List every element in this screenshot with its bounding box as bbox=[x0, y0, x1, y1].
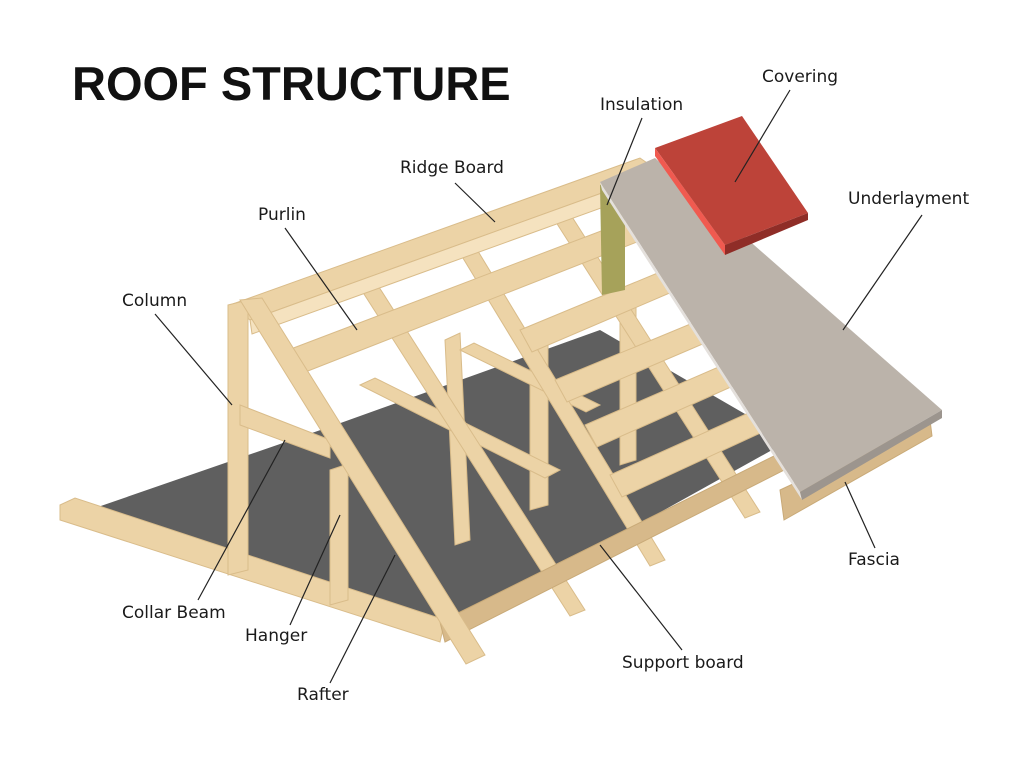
underlayment-edge bbox=[600, 182, 802, 500]
label-underlayment: Underlayment bbox=[848, 189, 969, 209]
underlayment bbox=[600, 158, 942, 492]
label-rafter: Rafter bbox=[297, 685, 349, 705]
covering-edge-front bbox=[725, 213, 808, 255]
label-support-board: Support board bbox=[622, 653, 744, 673]
leader-lines bbox=[154, 89, 923, 684]
label-insulation: Insulation bbox=[600, 95, 683, 115]
front-gable bbox=[227, 297, 486, 665]
floor bbox=[95, 330, 790, 632]
label-ridge-board: Ridge Board bbox=[400, 158, 504, 178]
covering bbox=[655, 116, 808, 245]
underlayment-edge-front bbox=[800, 410, 942, 500]
label-purlin: Purlin bbox=[258, 205, 306, 225]
label-fascia: Fascia bbox=[848, 550, 900, 570]
diagram-title: ROOF STRUCTURE bbox=[72, 57, 511, 110]
label-column: Column bbox=[122, 291, 187, 311]
battens bbox=[519, 271, 768, 498]
label-hanger: Hanger bbox=[245, 626, 307, 646]
covering-edge bbox=[655, 148, 725, 255]
label-covering: Covering bbox=[762, 67, 838, 87]
label-collar-beam: Collar Beam bbox=[122, 603, 226, 623]
